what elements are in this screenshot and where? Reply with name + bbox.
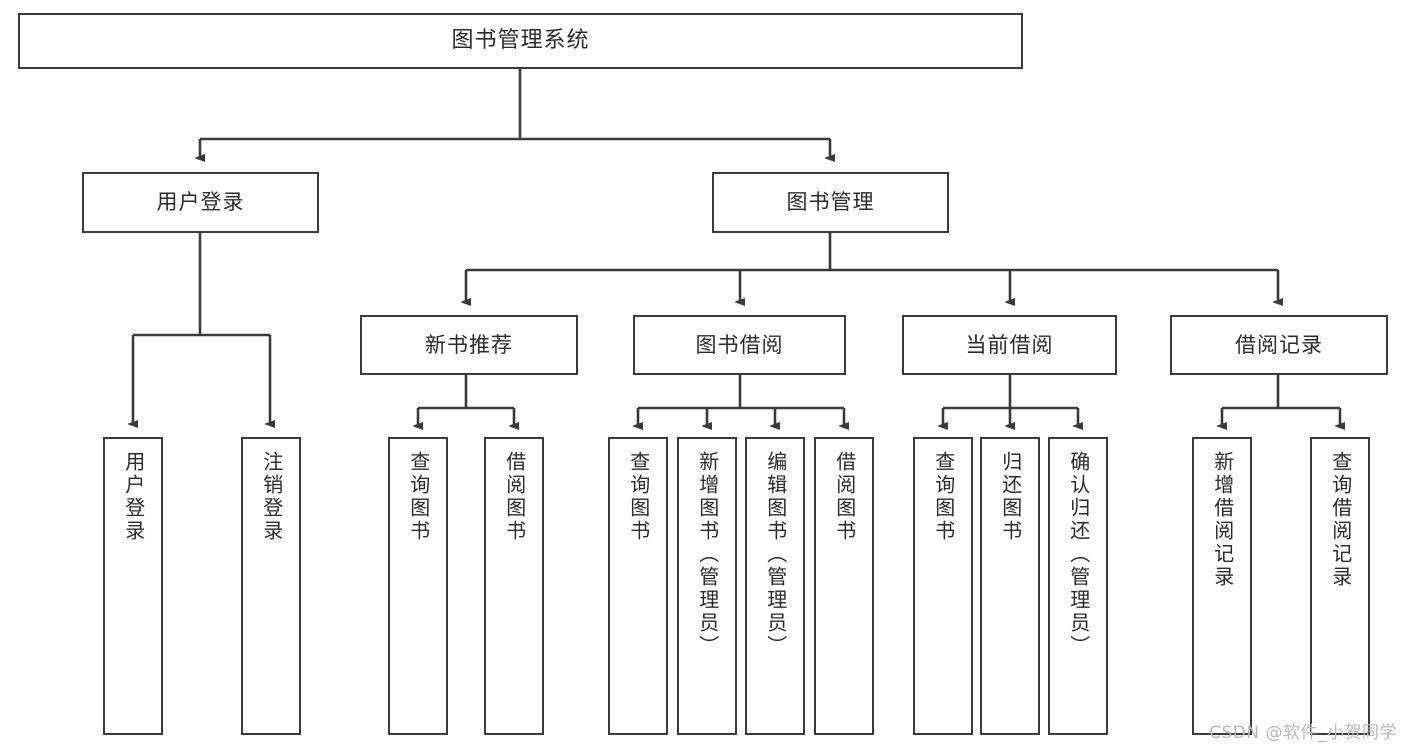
node-user-login[interactable]: 用户登录 (82, 172, 319, 233)
node-user-login-label: 用户登录 (156, 190, 245, 215)
watermark: CSDN @软件_小贺同学 (1209, 723, 1397, 743)
node-leaf-query-book-1-label: 查询图书 (406, 451, 431, 543)
node-leaf-add-record[interactable]: 新增借阅记录 (1192, 437, 1252, 735)
node-leaf-edit-book-label: 编辑图书（管理员） (763, 451, 788, 658)
node-leaf-return-book-label: 归还图书 (998, 451, 1023, 543)
node-leaf-logout-label: 注销登录 (259, 451, 284, 543)
node-borrow-record[interactable]: 借阅记录 (1170, 315, 1388, 375)
node-leaf-confirm-return-label: 确认归还（管理员） (1066, 451, 1091, 658)
node-leaf-borrow-book-1[interactable]: 借阅图书 (484, 437, 544, 735)
node-book-borrow[interactable]: 图书借阅 (633, 315, 846, 375)
node-leaf-edit-book[interactable]: 编辑图书（管理员） (745, 437, 805, 735)
node-leaf-borrow-book-2[interactable]: 借阅图书 (814, 437, 874, 735)
node-new-book-recommend-label: 新书推荐 (425, 332, 513, 357)
node-borrow-record-label: 借阅记录 (1235, 332, 1323, 357)
node-leaf-query-book-2-label: 查询图书 (626, 451, 651, 543)
node-root[interactable]: 图书管理系统 (18, 13, 1023, 69)
node-new-book-recommend[interactable]: 新书推荐 (360, 315, 578, 375)
node-leaf-add-book-label: 新增图书（管理员） (695, 451, 720, 658)
node-book-borrow-label: 图书借阅 (695, 332, 784, 357)
node-leaf-return-book[interactable]: 归还图书 (980, 437, 1040, 735)
node-leaf-query-record[interactable]: 查询借阅记录 (1310, 437, 1370, 735)
node-leaf-query-record-label: 查询借阅记录 (1328, 451, 1353, 589)
node-leaf-add-record-label: 新增借阅记录 (1210, 451, 1235, 589)
node-leaf-user-login-label: 用户登录 (121, 451, 146, 543)
node-current-borrow[interactable]: 当前借阅 (902, 315, 1117, 375)
node-root-label: 图书管理系统 (451, 28, 590, 54)
node-book-manage-label: 图书管理 (786, 190, 875, 215)
node-leaf-query-book-2[interactable]: 查询图书 (608, 437, 668, 735)
node-leaf-borrow-book-2-label: 借阅图书 (832, 451, 857, 543)
node-leaf-user-login[interactable]: 用户登录 (103, 437, 163, 735)
node-current-borrow-label: 当前借阅 (965, 332, 1054, 357)
node-leaf-query-book-3-label: 查询图书 (931, 451, 956, 543)
node-leaf-add-book[interactable]: 新增图书（管理员） (677, 437, 737, 735)
node-leaf-query-book-1[interactable]: 查询图书 (388, 437, 448, 735)
node-book-manage[interactable]: 图书管理 (712, 172, 949, 233)
node-leaf-logout[interactable]: 注销登录 (241, 437, 301, 735)
node-leaf-confirm-return[interactable]: 确认归还（管理员） (1048, 437, 1108, 735)
node-leaf-borrow-book-1-label: 借阅图书 (502, 451, 527, 543)
node-leaf-query-book-3[interactable]: 查询图书 (913, 437, 973, 735)
